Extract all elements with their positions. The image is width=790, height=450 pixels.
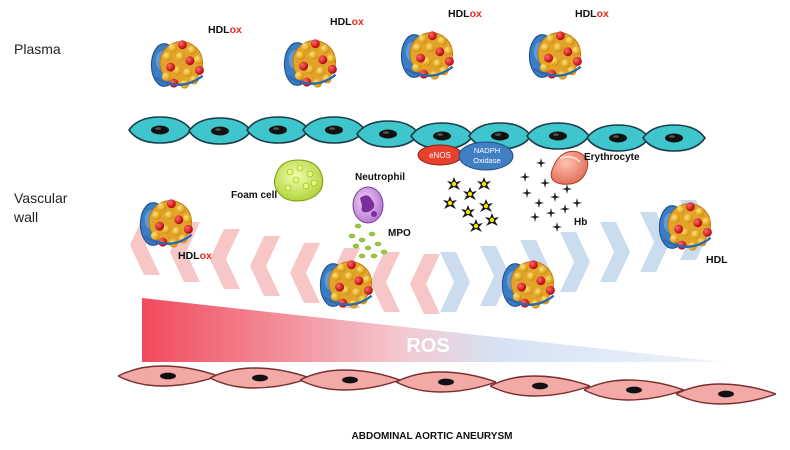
hdl-particle-icon: [501, 259, 557, 310]
ros-burst-icon: [447, 177, 461, 190]
smooth-muscle-layer: [118, 365, 776, 405]
ros-gradient-wedge: [142, 298, 722, 362]
footer-title: ABDOMINAL AORTIC ANEURYSM: [352, 431, 513, 442]
svg-text:Oxidase: Oxidase: [473, 156, 501, 165]
sparkle-icon: [540, 178, 550, 188]
endothelial-cell-icon: [188, 117, 252, 145]
hdl-particle-icon: [528, 30, 584, 81]
smooth-muscle-cell-icon: [676, 383, 776, 405]
hdlox-label: HDLox: [448, 8, 482, 20]
endothelial-cell-icon: [642, 124, 706, 152]
hdl-label: HDL: [706, 254, 728, 266]
erythrocyte-label: Erythrocyte: [584, 152, 640, 163]
hdlox-label: HDLox: [330, 16, 364, 28]
sparkle-icon: [530, 212, 540, 222]
sparkle-icon: [572, 198, 582, 208]
hdl-particle-icon: [139, 198, 195, 249]
smooth-muscle-cell-icon: [396, 371, 496, 393]
neutrophil-label: Neutrophil: [355, 172, 405, 183]
enos-enzyme: eNOS: [417, 144, 463, 166]
plasma-label: Plasma: [14, 41, 61, 57]
endothelial-cell-icon: [302, 116, 366, 144]
hdl-particle-icon: [150, 39, 206, 90]
neutrophil-icon: [352, 186, 384, 224]
hdlox-wall-label: HDLox: [178, 250, 212, 262]
mpo-droplets: [348, 223, 388, 259]
ros-burst-icon: [443, 196, 457, 209]
hdlox-label: HDLox: [208, 24, 242, 36]
ros-burst-icon: [461, 205, 475, 218]
ros-burst-icon: [485, 213, 499, 226]
vascular-wall-label: Vascular: [14, 190, 68, 206]
hb-label: Hb: [574, 217, 587, 228]
sparkle-icon: [534, 198, 544, 208]
svg-text:NADPH: NADPH: [474, 146, 500, 155]
ros-burst-group: [443, 177, 499, 232]
sparkle-icon: [560, 204, 570, 214]
svg-text:eNOS: eNOS: [429, 151, 451, 160]
plasma-hdl-particles: [150, 30, 584, 90]
foam-cell-icon: [273, 159, 324, 202]
ros-label: ROS: [406, 335, 449, 357]
ros-burst-icon: [469, 219, 483, 232]
mpo-label: MPO: [388, 228, 411, 239]
hdlox-label: HDLox: [575, 8, 609, 20]
endothelial-cell-icon: [586, 124, 650, 152]
hdl-particle-icon: [319, 259, 375, 310]
hdl-particle-icon: [283, 38, 339, 89]
nadph-oxidase-enzyme: NADPH Oxidase: [458, 141, 514, 171]
erythrocyte-icon: [550, 150, 589, 185]
ros-burst-icon: [477, 177, 491, 190]
smooth-muscle-cell-icon: [210, 367, 310, 389]
hdl-particle-icon: [658, 201, 714, 252]
hdl-particle-icon: [400, 30, 456, 81]
sparkle-icon: [546, 208, 556, 218]
smooth-muscle-cell-icon: [584, 379, 684, 401]
smooth-muscle-cell-icon: [118, 365, 218, 387]
vascular-wall-label-2: wall: [13, 209, 38, 225]
smooth-muscle-cell-icon: [490, 375, 590, 397]
sparkle-icon: [520, 172, 530, 182]
endothelial-cell-icon: [356, 120, 420, 148]
sparkle-icon: [522, 188, 532, 198]
sparkle-icon: [550, 192, 560, 202]
endothelial-cell-icon: [128, 116, 192, 144]
sparkle-icon: [536, 158, 546, 168]
ros-burst-icon: [479, 199, 493, 212]
sparkle-icon: [562, 184, 572, 194]
smooth-muscle-cell-icon: [300, 369, 400, 391]
ros-burst-icon: [463, 187, 477, 200]
endothelial-layer: [128, 116, 706, 152]
foam-cell-label: Foam cell: [231, 190, 277, 201]
endothelial-cell-icon: [526, 122, 590, 150]
endothelial-cell-icon: [246, 116, 310, 144]
sparkle-icon: [552, 222, 562, 232]
